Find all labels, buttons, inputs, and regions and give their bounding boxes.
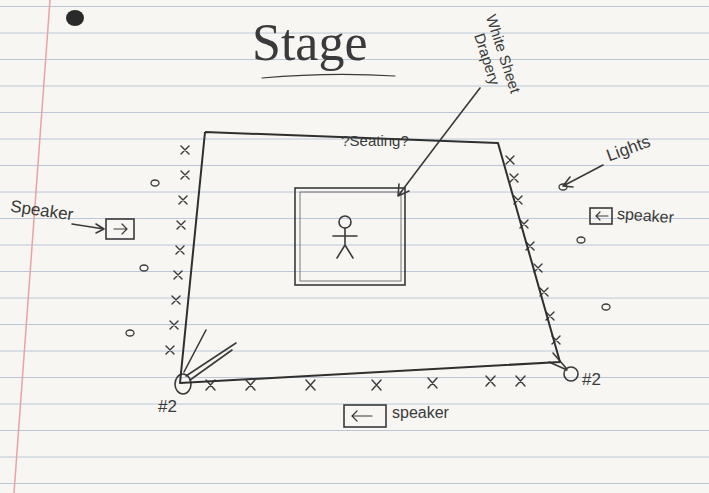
position-number: #2 bbox=[582, 371, 601, 390]
speaker-symbol bbox=[106, 219, 134, 239]
page-title: Stage bbox=[252, 14, 368, 71]
position-number: #2 bbox=[158, 398, 177, 417]
margin-line bbox=[14, 0, 50, 493]
speaker-note: speaker bbox=[616, 205, 674, 227]
leader-arrow bbox=[72, 224, 104, 233]
stage-trapezoid bbox=[175, 128, 567, 390]
speaker-arrow bbox=[114, 224, 127, 234]
title-underline bbox=[262, 74, 395, 78]
seat-marks bbox=[166, 146, 560, 390]
seating-note: ?Seating? bbox=[315, 132, 435, 149]
leader-arrow bbox=[563, 165, 603, 187]
drapery-square bbox=[295, 188, 405, 285]
drapery-inner bbox=[300, 192, 401, 281]
punch-hole bbox=[66, 10, 84, 26]
speaker-note: Speaker bbox=[9, 198, 74, 225]
stage-outline: ?Seating? bbox=[175, 128, 567, 390]
corner-marker bbox=[549, 353, 578, 381]
speaker-symbol bbox=[590, 208, 612, 224]
speaker-arrow bbox=[352, 411, 372, 421]
speaker-symbol bbox=[344, 405, 386, 427]
stage-border bbox=[180, 132, 560, 383]
speaker-note: speaker bbox=[392, 404, 449, 422]
speaker-arrow bbox=[596, 212, 608, 220]
drapery-note: White Sheet Drapery bbox=[462, 0, 527, 114]
stick-figure bbox=[333, 216, 357, 258]
lights-note: Lights bbox=[604, 133, 653, 166]
